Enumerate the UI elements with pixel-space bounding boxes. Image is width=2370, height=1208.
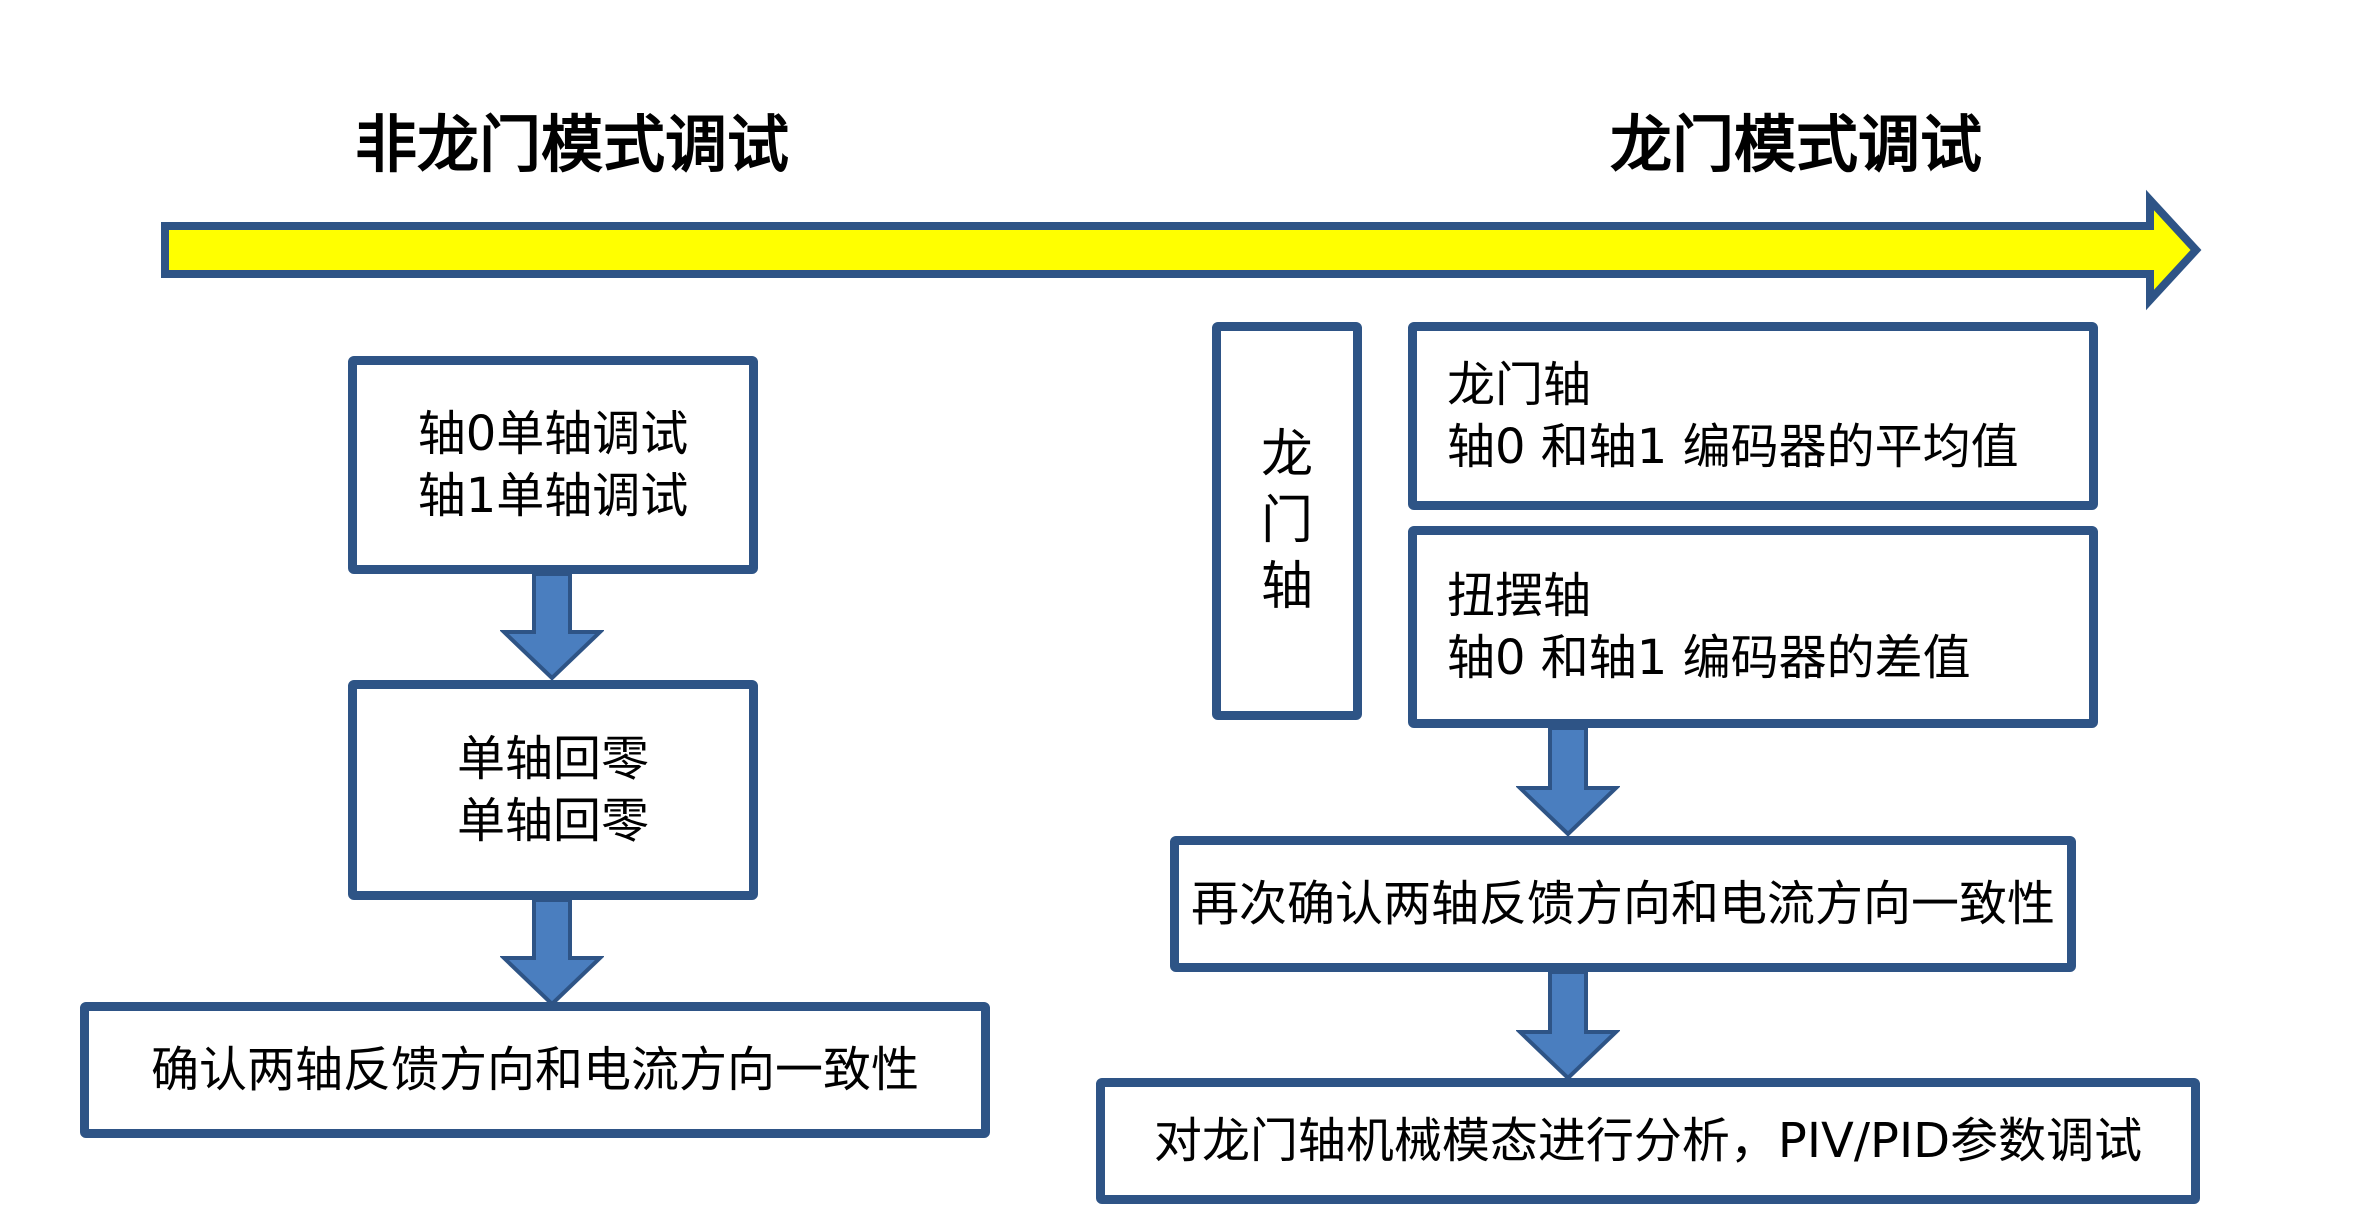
axis0-tuning-text: 轴0单轴调试 xyxy=(417,406,689,462)
non-gantry-mode-heading: 非龙门模式调试 xyxy=(355,108,790,181)
timeline-arrow-shape xyxy=(161,189,2202,311)
yaw-axis-box: 扭摆轴 轴0 和轴1 编码器的差值 xyxy=(1408,526,2098,728)
down-arrow-icon xyxy=(1516,972,1620,1080)
gantry-mode-heading: 龙门模式调试 xyxy=(1610,108,1983,181)
reconfirm-direction-box: 再次确认两轴反馈方向和电流方向一致性 xyxy=(1170,836,2076,972)
modal-analysis-text: 对龙门轴机械模态进行分析，PIV/PID参数调试 xyxy=(1153,1113,2143,1169)
vertical-char-2: 门 xyxy=(1260,491,1313,551)
direction-consistency-text: 确认两轴反馈方向和电流方向一致性 xyxy=(150,1042,919,1098)
modal-analysis-box: 对龙门轴机械模态进行分析，PIV/PID参数调试 xyxy=(1096,1078,2200,1204)
direction-consistency-box: 确认两轴反馈方向和电流方向一致性 xyxy=(80,1002,990,1138)
yaw-axis-title: 扭摆轴 xyxy=(1447,568,1592,624)
single-axis-homing-box: 单轴回零 单轴回零 xyxy=(348,680,758,900)
gantry-axis-title: 龙门轴 xyxy=(1447,357,1592,413)
gantry-axis-box: 龙门轴 轴0 和轴1 编码器的平均值 xyxy=(1408,322,2098,510)
down-arrow-icon xyxy=(500,900,604,1006)
vertical-char-1: 龙 xyxy=(1260,425,1313,485)
vertical-char-3: 轴 xyxy=(1260,557,1313,617)
down-arrow-icon xyxy=(1516,728,1620,836)
reconfirm-direction-text: 再次确认两轴反馈方向和电流方向一致性 xyxy=(1190,876,2055,932)
single-axis-tuning-box: 轴0单轴调试 轴1单轴调试 xyxy=(348,356,758,574)
homing-text-1: 单轴回零 xyxy=(456,731,649,787)
down-arrow-icon xyxy=(500,574,604,680)
homing-text-2: 单轴回零 xyxy=(456,793,649,849)
gantry-axis-group-label: 龙 门 轴 xyxy=(1212,322,1362,720)
gantry-axis-desc: 轴0 和轴1 编码器的平均值 xyxy=(1447,419,2019,475)
timeline-arrow xyxy=(161,189,2202,311)
yaw-axis-desc: 轴0 和轴1 编码器的差值 xyxy=(1447,630,1971,686)
axis1-tuning-text: 轴1单轴调试 xyxy=(417,468,689,524)
